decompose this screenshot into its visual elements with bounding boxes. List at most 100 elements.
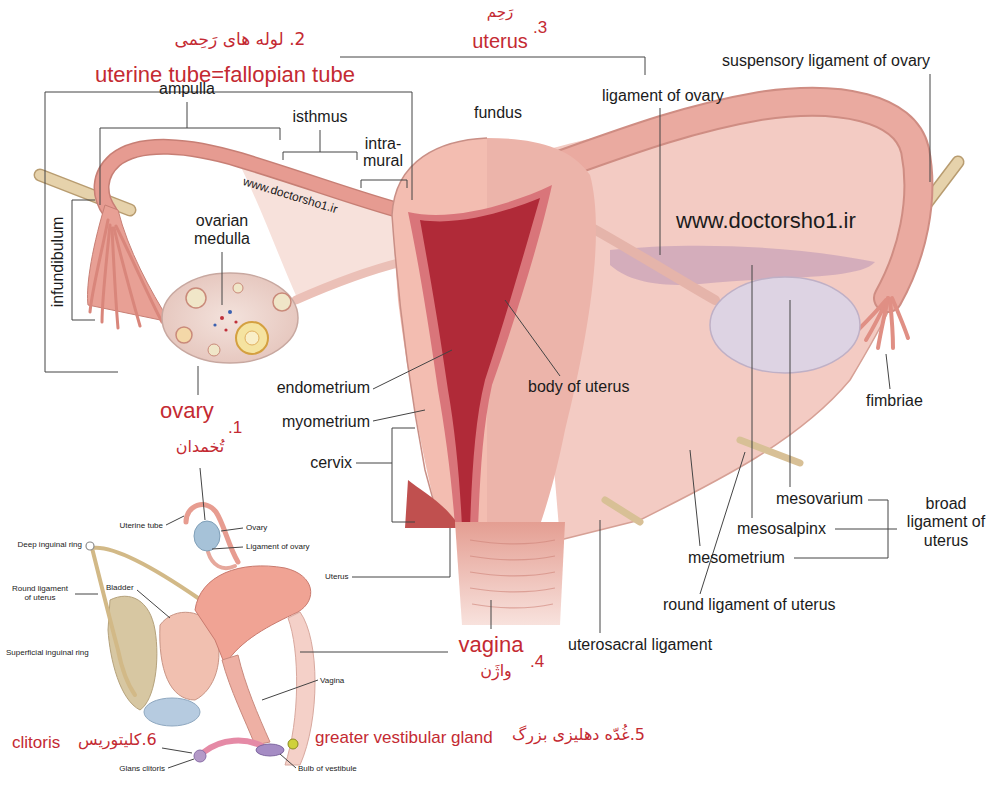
follicle <box>186 288 206 308</box>
heading-label: vagina <box>459 632 524 657</box>
callout-number: .4 <box>530 652 544 672</box>
fimbria <box>102 225 110 322</box>
vagina <box>455 522 565 625</box>
fimbria <box>858 300 886 330</box>
ovary-left <box>162 273 298 363</box>
part-label: intra- mural <box>360 136 406 170</box>
ligament-of-ovary-small <box>208 552 235 568</box>
leader-line <box>198 366 199 395</box>
fimbria <box>114 228 140 326</box>
fimbriae <box>858 298 908 348</box>
rectum <box>285 612 315 765</box>
leader-line <box>212 547 243 549</box>
clitoris-shaft <box>204 741 262 752</box>
ruga <box>470 588 555 592</box>
follicle <box>236 322 268 354</box>
follicle <box>245 331 259 345</box>
bracket <box>361 180 407 188</box>
inguinal-ring <box>86 542 94 550</box>
part-label: ampulla <box>159 80 215 98</box>
uterine-tube <box>560 102 918 298</box>
watermark: www.doctorsho1.ir <box>676 208 856 233</box>
part-label: ligament of ovary <box>602 87 724 105</box>
follicle <box>176 327 192 343</box>
leader-line <box>162 748 192 753</box>
part-label: suspensory ligament of ovary <box>722 52 930 70</box>
part-label: isthmus <box>292 108 347 126</box>
part-label: round ligament of uterus <box>663 596 836 614</box>
leader-line <box>340 57 645 75</box>
leader-line <box>222 252 223 305</box>
uterine-tube <box>560 102 918 298</box>
cord <box>40 175 130 210</box>
inset-label: Bulb of vestibule <box>298 764 357 773</box>
inset-label: Vagina <box>320 676 344 685</box>
follicle <box>273 293 291 311</box>
sagittal-inset <box>86 505 315 765</box>
leader-line <box>690 450 700 546</box>
ovarian-ligament <box>592 228 715 300</box>
persian-label: 5.غُدّه دهلیزی بزرگ <box>512 726 645 744</box>
part-label: cervix <box>310 454 352 472</box>
inset-label: Glans clitoris <box>119 764 165 773</box>
leader-line <box>356 463 392 464</box>
inset-label: Ovary <box>246 523 267 532</box>
part-label: myometrium <box>282 413 370 431</box>
medulla-vessel <box>220 316 224 320</box>
heading-label: greater vestibular gland <box>315 728 493 748</box>
leader-line <box>491 600 492 629</box>
ovary-right <box>710 277 860 373</box>
fimbria <box>116 226 162 322</box>
persian-label: 6.کلیتوریس <box>78 731 157 749</box>
part-label: broad ligament of uterus <box>900 495 992 550</box>
glans-clitoris <box>194 750 206 762</box>
leader-line <box>930 74 931 182</box>
part-label: fimbriae <box>866 392 923 410</box>
inset-label: Deep inguinal ring <box>18 540 83 549</box>
inset-label: Ligament of ovary <box>246 542 310 551</box>
leader-line <box>166 516 184 525</box>
bracket <box>100 128 280 205</box>
vestibular-gland <box>288 739 298 749</box>
bracket <box>45 92 412 372</box>
part-label: mesovarium <box>776 490 863 508</box>
part-label: mesometrium <box>688 549 785 567</box>
round-ligament-cord <box>740 440 800 463</box>
heading-label: uterus <box>472 30 528 53</box>
fimbria <box>892 298 908 338</box>
bulb-of-vestibule <box>256 744 284 756</box>
part-label: infundibulum <box>49 217 67 308</box>
part-label: uterosacral ligament <box>568 636 712 654</box>
leader-line <box>320 130 321 152</box>
persian-label: رَحِم <box>487 4 514 21</box>
watermark: www.doctorsho1.ir <box>241 175 339 217</box>
ruga <box>470 572 555 576</box>
fimbriae <box>90 220 162 328</box>
uterus-small <box>195 566 311 665</box>
infundibulum <box>88 205 170 322</box>
leader-line <box>790 300 791 487</box>
leader-line <box>752 265 753 518</box>
leader-line <box>300 652 448 653</box>
heading-label: uterine tube=fallopian tube <box>95 62 355 87</box>
leader-line <box>373 410 425 421</box>
inset-label: Superficial inguinal ring <box>6 648 89 657</box>
vaginal-wall-cut <box>405 480 455 528</box>
leader-line <box>835 529 897 530</box>
fimbria <box>890 300 893 348</box>
inset-label: Round ligament of uterus <box>8 584 72 602</box>
inset-label: Uterus <box>325 572 349 581</box>
medulla-vessel <box>224 328 227 331</box>
part-label: body of uterus <box>528 378 629 396</box>
heading-label: clitoris <box>12 733 60 753</box>
leader-line <box>505 300 560 376</box>
bracket <box>72 200 95 320</box>
leader-line <box>200 468 205 520</box>
leader-lines <box>45 57 930 768</box>
persian-label: واژَن <box>480 662 512 680</box>
part-label: fundus <box>474 104 522 122</box>
leader-line <box>75 594 98 595</box>
leader-line <box>600 520 601 633</box>
ruga <box>470 556 555 560</box>
persian-label: 2. لوله های رَحِمی <box>175 30 306 50</box>
